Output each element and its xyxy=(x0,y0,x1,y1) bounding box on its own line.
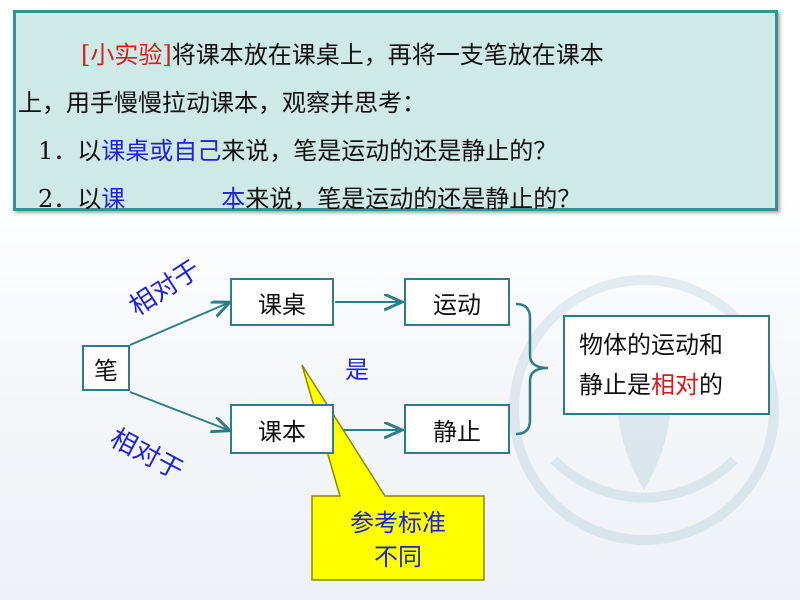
callout-text: 参考标准 不同 xyxy=(318,506,478,574)
experiment-line-2: 上，用手慢慢拉动课本，观察并思考： xyxy=(18,89,426,117)
question-2-reference-b: 本 xyxy=(221,185,246,213)
conclusion-line-2: 静止是相对的 xyxy=(579,365,768,405)
experiment-line-1: [小实验]将课本放在课桌上，再将一支笔放在课本 xyxy=(81,35,604,70)
question-2-reference-a: 课 xyxy=(101,185,126,213)
node-book-label: 课本 xyxy=(258,417,306,446)
callout-line-1: 参考标准 xyxy=(350,509,446,537)
experiment-text-1: 将课本放在课桌上，再将一支笔放在课本 xyxy=(171,41,604,69)
question-1: 1．以课桌或自己来说，笔是运动的还是静止的？ xyxy=(38,131,557,166)
node-desk: 课桌 xyxy=(230,278,334,326)
node-desk-label: 课桌 xyxy=(258,290,306,319)
node-moving-label: 运动 xyxy=(433,290,481,319)
node-still: 静止 xyxy=(404,404,510,454)
question-1-number: 1．以 xyxy=(38,137,102,165)
question-2-text: 来说，笔是运动的还是静止的？ xyxy=(245,185,582,213)
arrow-pen-to-desk xyxy=(129,303,228,346)
node-pen: 笔 xyxy=(82,345,130,391)
callout-line-2: 不同 xyxy=(374,543,422,571)
arrow-pen-to-book xyxy=(129,391,228,430)
question-1-text: 来说，笔是运动的还是静止的？ xyxy=(221,137,558,165)
node-moving: 运动 xyxy=(404,278,510,326)
callout-bubble xyxy=(301,364,485,581)
conclusion-box: 物体的运动和 静止是相对的 xyxy=(563,315,770,415)
conclusion-text-a: 静止是 xyxy=(579,371,651,399)
right-brace xyxy=(515,302,549,436)
label-is: 是 xyxy=(345,356,369,384)
experiment-panel: [小实验]将课本放在课桌上，再将一支笔放在课本 上，用手慢慢拉动课本，观察并思考… xyxy=(13,10,778,214)
conclusion-text-c: 的 xyxy=(699,371,723,399)
node-pen-label: 笔 xyxy=(94,356,118,385)
node-book: 课本 xyxy=(230,404,334,454)
question-2: 2．以课 本来说，笔是运动的还是静止的？ xyxy=(38,179,581,214)
question-1-reference: 课桌或自己 xyxy=(101,137,222,165)
node-still-label: 静止 xyxy=(433,417,481,446)
experiment-tag: [小实验] xyxy=(81,41,172,69)
conclusion-keyword: 相对 xyxy=(651,371,699,399)
conclusion-line-1: 物体的运动和 xyxy=(579,331,723,359)
question-2-number: 2．以 xyxy=(38,185,102,213)
